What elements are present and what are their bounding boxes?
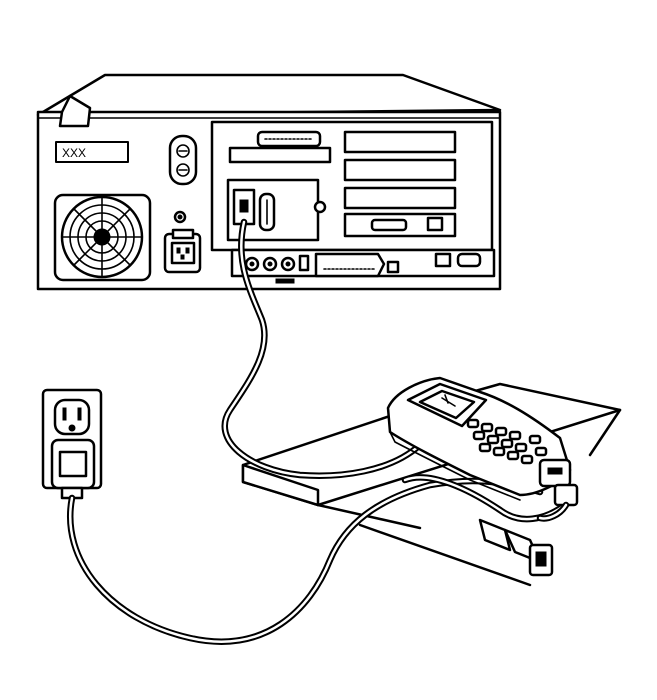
power-inlet (163, 228, 202, 274)
scan-tool-keypad (466, 418, 548, 465)
power-cable (67, 477, 544, 645)
voltage-selector-switch (168, 134, 198, 186)
desktop-computer: XXX (36, 73, 502, 291)
serial-label (55, 141, 129, 163)
dlc-connector (478, 518, 554, 577)
io-ports (230, 248, 496, 284)
power-adapter (50, 438, 96, 500)
handheld-scan-tool (386, 376, 572, 501)
computer-top-panel (36, 73, 502, 117)
scan-tool-screen (418, 389, 476, 420)
serial-label-text: XXX (62, 146, 86, 160)
sticker-tab (58, 94, 92, 128)
cooling-fan (53, 193, 152, 282)
expansion-slots (228, 130, 457, 238)
auxiliary-connector (536, 483, 579, 522)
